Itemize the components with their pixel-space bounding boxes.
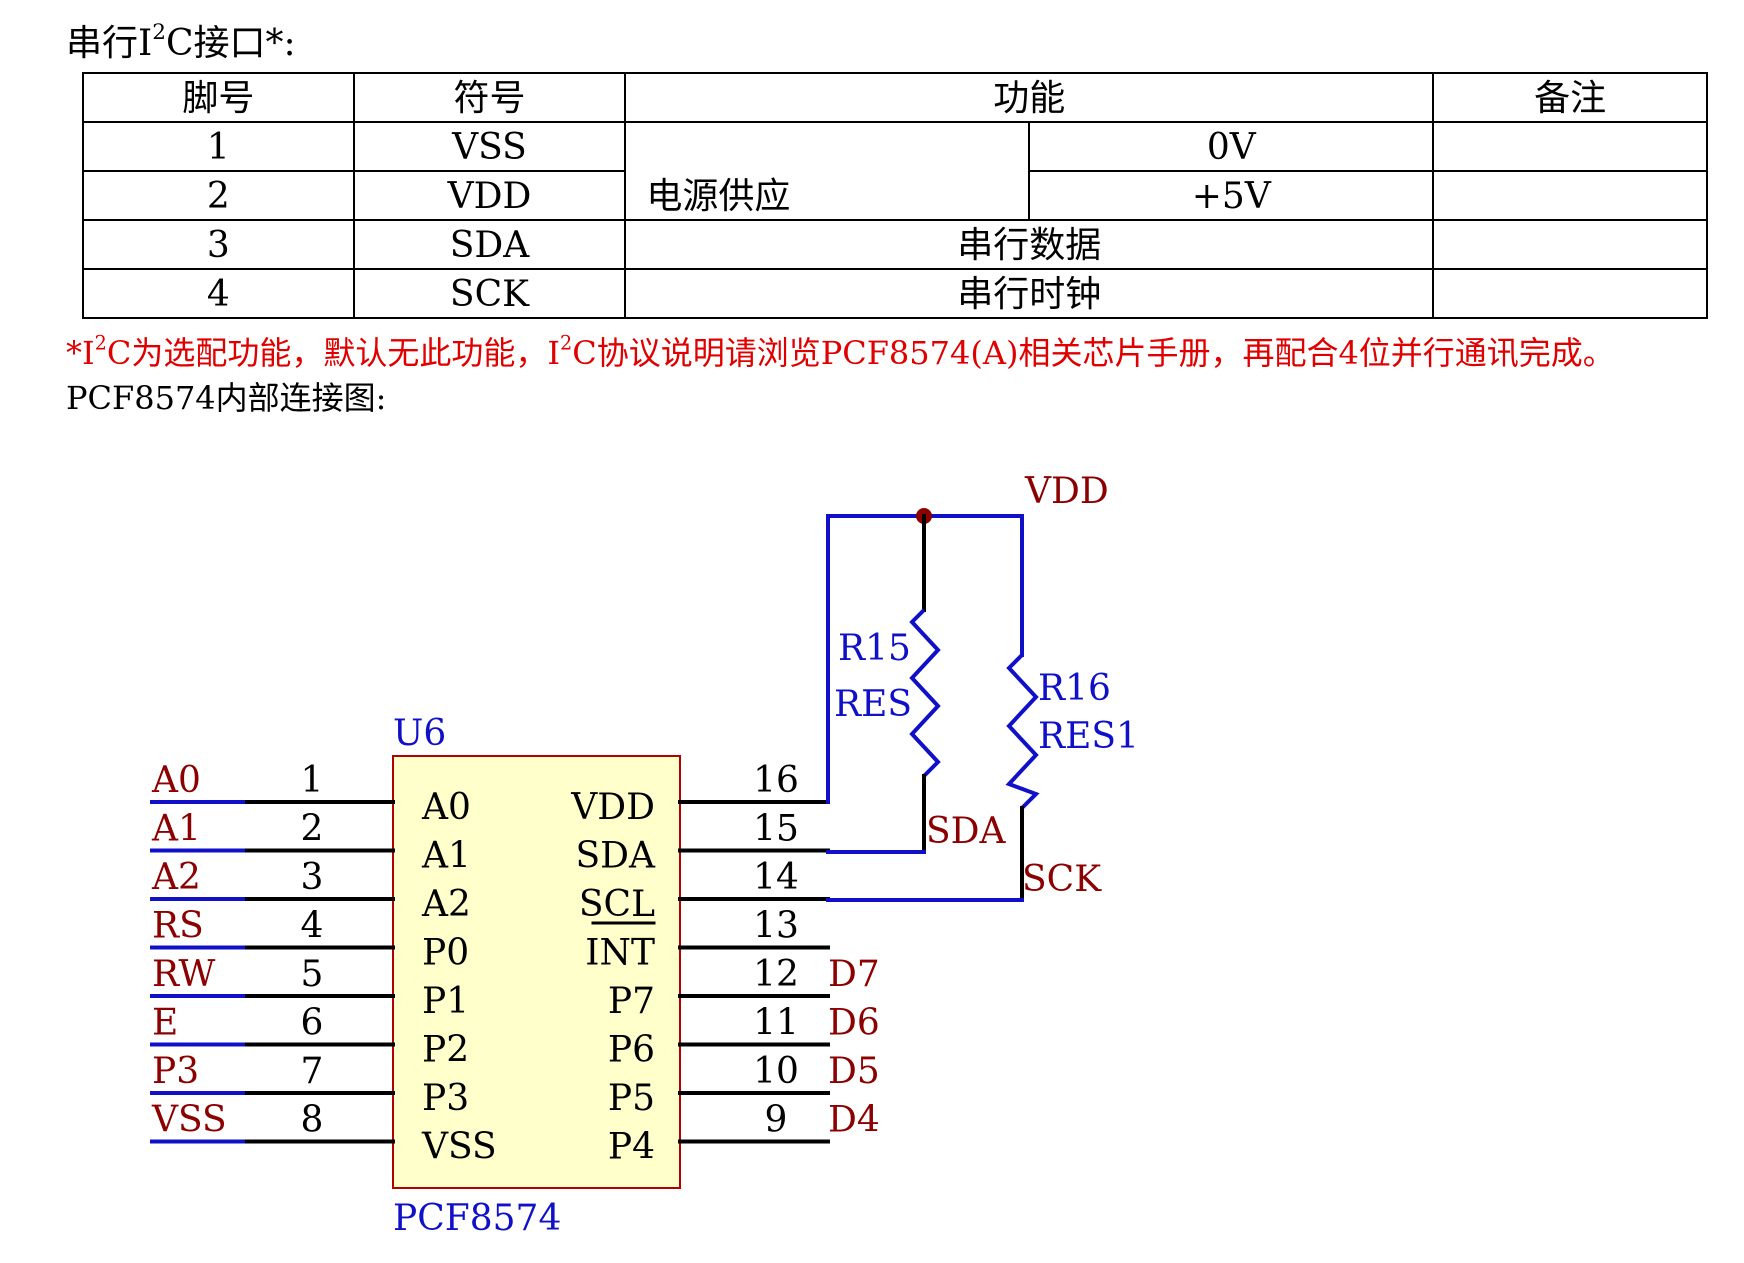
cell-symbol: VSS (352, 121, 627, 172)
r16-ref: R16 (1038, 668, 1111, 709)
pin-name: P0 (422, 933, 469, 974)
header-symbol: 符号 (352, 72, 627, 123)
pin-name: P1 (422, 981, 469, 1022)
pin-name: P5 (608, 1078, 655, 1119)
chip-body (392, 755, 681, 1189)
pin-name: SDA (575, 836, 656, 877)
pin-name: P7 (608, 981, 655, 1022)
net-label: VSS (151, 1100, 227, 1141)
heading-prefix: 串行I (66, 23, 153, 64)
section-heading: 串行I2C接口*: (66, 22, 296, 66)
pin-name: VSS (421, 1127, 497, 1168)
heading-suffix: C接口*: (165, 23, 296, 64)
pin-number: 6 (301, 1003, 324, 1044)
pin-number: 11 (753, 1003, 799, 1044)
net-label: D4 (828, 1100, 880, 1141)
sda-label: SDA (926, 811, 1007, 852)
cell-remark (1432, 219, 1708, 270)
net-label: P3 (152, 1051, 199, 1092)
footnote-superscript: 2 (560, 331, 573, 355)
cell-symbol: SDA (352, 219, 627, 270)
pin-table: 脚号 符号 功能 备注 1 VSS 电源供应 0V 2 VDD +5V 3 SD… (82, 72, 1708, 319)
table-row: 4 SCK 串行时钟 (82, 268, 1708, 319)
cell-remark (1432, 170, 1708, 221)
pin-name: P2 (422, 1030, 469, 1071)
pin-number: 10 (753, 1051, 799, 1092)
vdd-label: VDD (1024, 471, 1109, 512)
header-function: 功能 (624, 72, 1435, 123)
net-label: E (152, 1003, 178, 1044)
cell-power-value: 0V (1028, 121, 1435, 172)
table-header-row: 脚号 符号 功能 备注 (82, 72, 1708, 123)
pin-name: VDD (570, 787, 655, 828)
net-label: RW (152, 954, 215, 995)
cell-pin: 2 (82, 170, 355, 221)
cell-power-group: 电源供应 (624, 121, 1031, 221)
pin-name: P4 (608, 1127, 655, 1168)
pin-number: 9 (765, 1100, 788, 1141)
net-label: RS (152, 906, 204, 947)
pin-number: 12 (753, 954, 799, 995)
pin-number: 13 (753, 906, 799, 947)
pin-number: 14 (753, 857, 799, 898)
cell-remark (1432, 268, 1708, 319)
net-label: D5 (828, 1051, 880, 1092)
net-label: A2 (151, 857, 201, 898)
header-remark: 备注 (1432, 72, 1708, 123)
schematic-caption: PCF8574内部连接图: (66, 379, 387, 417)
pin-number: 4 (301, 906, 324, 947)
cell-remark (1432, 121, 1708, 172)
r15-resistor (909, 608, 941, 778)
header-pin: 脚号 (82, 72, 355, 123)
table-row: 3 SDA 串行数据 (82, 219, 1708, 270)
pin-number: 2 (301, 809, 324, 850)
pin-name: INT (585, 933, 655, 974)
pin-name: SCL (579, 884, 655, 925)
pin-number: 1 (301, 760, 324, 801)
table-row: 2 VDD +5V (82, 170, 1708, 221)
r16-value: RES1 (1038, 716, 1139, 757)
cell-function: 串行数据 (624, 219, 1435, 270)
table-row: 1 VSS 电源供应 0V (82, 121, 1708, 221)
net-label: D7 (828, 954, 880, 995)
pin-number: 7 (301, 1051, 324, 1092)
pin-number: 5 (301, 954, 324, 995)
cell-pin: 4 (82, 268, 355, 319)
pin-name: A0 (421, 787, 471, 828)
cell-symbol: VDD (352, 170, 627, 221)
r15-ref: R15 (838, 628, 911, 669)
heading-superscript: 2 (152, 19, 166, 45)
net-label: A0 (151, 760, 201, 801)
pin-name: A1 (421, 836, 471, 877)
cell-pin: 1 (82, 121, 355, 172)
pin-number: 8 (301, 1100, 324, 1141)
pin-number: 15 (753, 809, 799, 850)
cell-pin: 3 (82, 219, 355, 270)
pin-number: 16 (753, 760, 799, 801)
footnote-part: C协议说明请浏览PCF8574(A)相关芯片手册，再配合4位并行通讯完成。 (572, 334, 1615, 372)
footnote-superscript: 2 (94, 331, 107, 355)
pin-name: P6 (608, 1030, 655, 1071)
chip-name: PCF8574 (393, 1198, 561, 1239)
sck-label: SCK (1022, 859, 1102, 900)
net-label: A1 (151, 809, 201, 850)
net-label: D6 (828, 1003, 880, 1044)
cell-function: 串行时钟 (624, 268, 1435, 319)
pin-number: 3 (301, 857, 324, 898)
footnote-part: *I (66, 334, 95, 372)
footnote-part: C为选配功能，默认无此功能，I (106, 334, 560, 372)
r16-resistor (1005, 653, 1040, 810)
pin-name: P3 (422, 1078, 469, 1119)
cell-power-value: +5V (1028, 170, 1435, 221)
cell-symbol: SCK (352, 268, 627, 319)
pin-name: A2 (421, 884, 471, 925)
chip-designator: U6 (393, 713, 446, 754)
footnote: *I2C为选配功能，默认无此功能，I2C协议说明请浏览PCF8574(A)相关芯… (66, 333, 1615, 373)
r15-value: RES (834, 684, 912, 725)
